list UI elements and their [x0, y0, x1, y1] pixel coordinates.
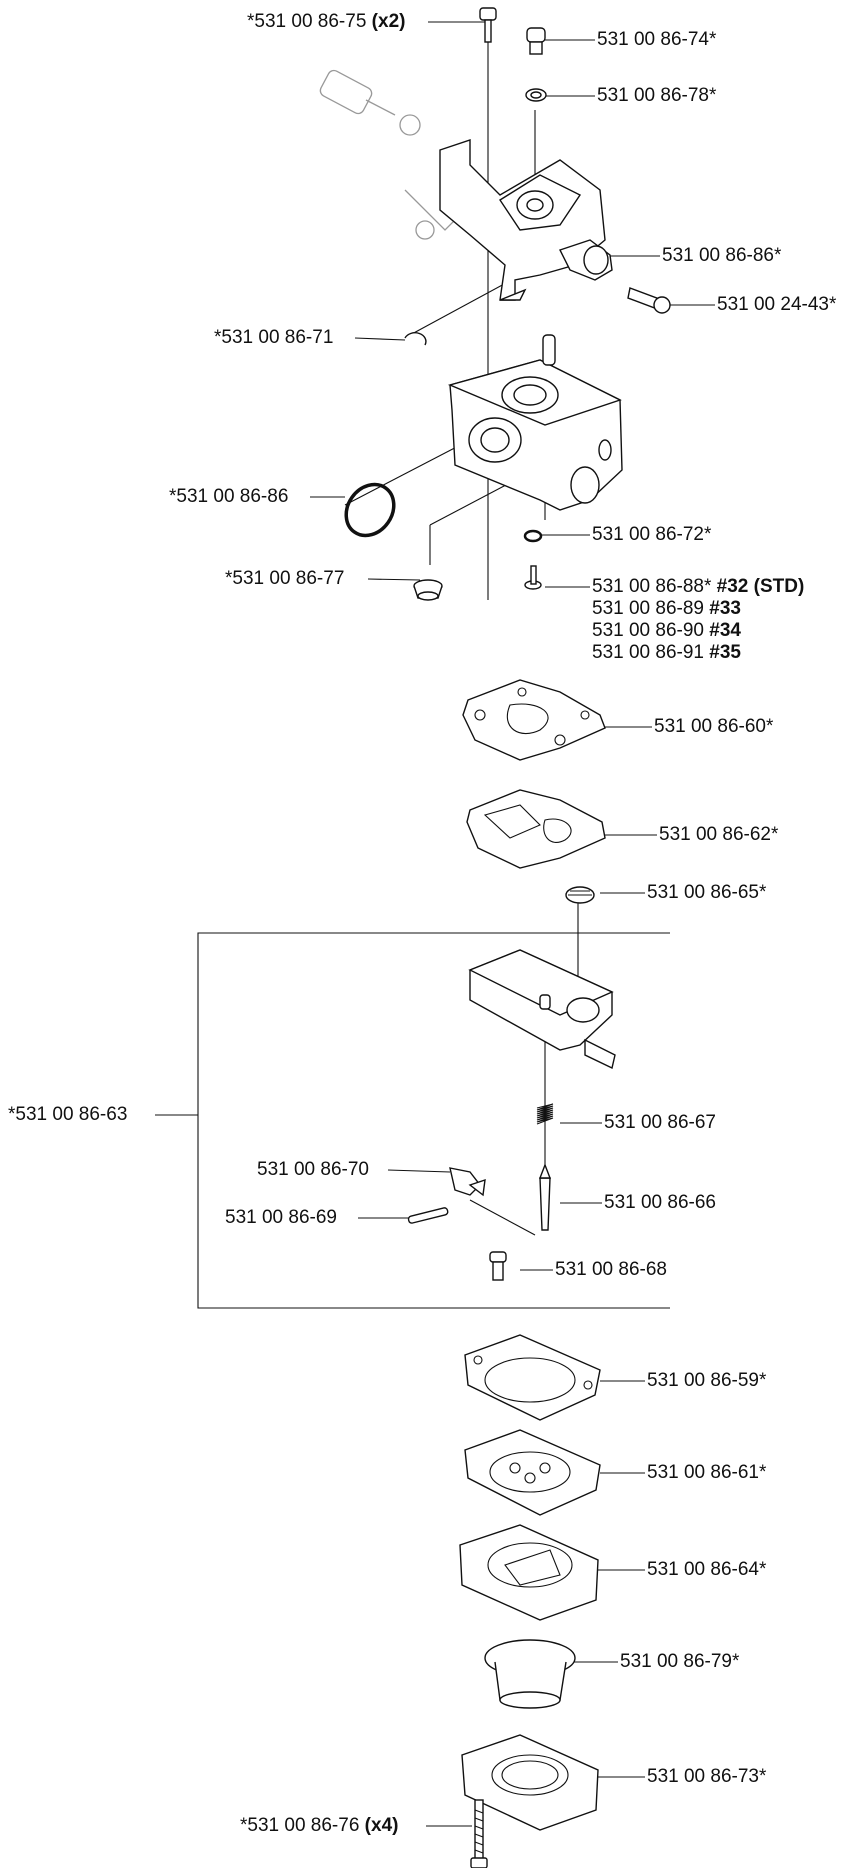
size-note: #33 — [704, 598, 741, 619]
part-number: 531 00 86-73* — [647, 1766, 767, 1787]
callout-label: 531 00 86-65* — [647, 882, 766, 904]
metering-body-part — [468, 949, 616, 1070]
part-number: *531 00 86-71 — [214, 327, 334, 348]
part-number: 531 00 86-59* — [647, 1370, 767, 1391]
callout-label: 531 00 86-86* — [662, 245, 781, 267]
callout-label: 531 00 86-70 — [257, 1159, 369, 1181]
part-number: *531 00 86-77 — [225, 568, 345, 589]
callout-label: 531 00 86-72* — [592, 524, 711, 546]
throttle-body-part — [319, 69, 671, 314]
part-number: 531 00 86-61* — [647, 1462, 767, 1483]
filter-disc-part — [565, 886, 595, 904]
part-number: 531 00 86-78* — [597, 85, 717, 106]
part-number: 531 00 86-70 — [257, 1159, 369, 1180]
part-number: 531 00 86-66 — [604, 1192, 716, 1213]
pin-part — [407, 1207, 449, 1224]
callout-label: 531 00 86-91 #35 — [592, 642, 741, 664]
callout-label: 531 00 86-69 — [225, 1207, 337, 1229]
size-note: #32 (STD) — [711, 576, 805, 597]
callout-label: *531 00 86-75 (x2) — [247, 11, 405, 33]
callout-label: 531 00 86-62* — [659, 824, 778, 846]
callout-label: 531 00 86-60* — [654, 716, 773, 738]
part-number: 531 00 86-88* — [592, 576, 712, 597]
callout-label: *531 00 86-86 — [169, 486, 288, 508]
callout-label: 531 00 86-67 — [604, 1112, 716, 1134]
part-number: *531 00 86-76 — [240, 1815, 360, 1836]
part-number: 531 00 86-68 — [555, 1259, 667, 1280]
gasket-62 — [466, 789, 606, 869]
diaphragm-61 — [464, 1429, 601, 1516]
part-number: 531 00 86-79* — [620, 1651, 740, 1672]
callout-label: *531 00 86-63 — [8, 1104, 127, 1126]
callout-label: 531 00 86-78* — [597, 85, 716, 107]
cover-73 — [461, 1734, 599, 1831]
part-number: 531 00 86-91 — [592, 642, 704, 663]
cup-79 — [484, 1639, 576, 1709]
part-number: 531 00 86-65* — [647, 882, 767, 903]
needle-part — [538, 1163, 552, 1231]
callout-label: 531 00 86-64* — [647, 1559, 766, 1581]
top-screws — [479, 7, 547, 102]
callout-label: 531 00 86-59* — [647, 1370, 766, 1392]
callout-label: *531 00 86-77 — [225, 568, 344, 590]
gasket-60 — [462, 679, 606, 761]
quantity-note: (x2) — [366, 11, 406, 32]
o-ring-part — [344, 482, 396, 538]
callout-label: 531 00 86-66 — [604, 1192, 716, 1214]
callout-label: 531 00 86-88* #32 (STD) — [592, 576, 804, 598]
size-note: #35 — [704, 642, 741, 663]
quantity-note: (x4) — [359, 1815, 399, 1836]
cover-64 — [459, 1524, 599, 1621]
part-number: 531 00 86-64* — [647, 1559, 767, 1580]
callout-label: 531 00 86-73* — [647, 1766, 766, 1788]
assembly-bracket — [197, 932, 670, 1309]
callout-label: 531 00 86-61* — [647, 1462, 766, 1484]
part-number: 531 00 86-62* — [659, 824, 779, 845]
callout-label: 531 00 86-68 — [555, 1259, 667, 1281]
part-number: *531 00 86-86 — [169, 486, 289, 507]
part-number: 531 00 24-43* — [717, 294, 837, 315]
part-number: 531 00 86-69 — [225, 1207, 337, 1228]
part-number: 531 00 86-90 — [592, 620, 704, 641]
screw-68-part — [489, 1251, 507, 1281]
part-number: 531 00 86-72* — [592, 524, 712, 545]
lever-part — [449, 1167, 486, 1197]
main-body-part — [447, 334, 623, 511]
filter-screen-part — [413, 579, 443, 601]
size-note: #34 — [704, 620, 741, 641]
spring-part — [536, 1103, 554, 1125]
part-number: 531 00 86-74* — [597, 29, 717, 50]
part-number: *531 00 86-75 — [247, 11, 367, 32]
part-number: 531 00 86-89 — [592, 598, 704, 619]
part-number: *531 00 86-63 — [8, 1104, 128, 1125]
callout-label: 531 00 86-89 #33 — [592, 598, 741, 620]
jet-part — [524, 565, 542, 590]
small-o-ring-part — [523, 529, 543, 543]
part-number: 531 00 86-67 — [604, 1112, 716, 1133]
screw-76-part — [470, 1799, 488, 1868]
clip-part — [404, 332, 427, 346]
part-number: 531 00 86-86* — [662, 245, 782, 266]
callout-label: *531 00 86-71 — [214, 327, 333, 349]
gasket-59 — [464, 1334, 601, 1421]
callout-label: 531 00 86-90 #34 — [592, 620, 741, 642]
part-number: 531 00 86-60* — [654, 716, 774, 737]
callout-label: 531 00 86-74* — [597, 29, 716, 51]
callout-label: 531 00 86-79* — [620, 1651, 739, 1673]
callout-label: 531 00 24-43* — [717, 294, 836, 316]
callout-label: *531 00 86-76 (x4) — [240, 1815, 398, 1837]
